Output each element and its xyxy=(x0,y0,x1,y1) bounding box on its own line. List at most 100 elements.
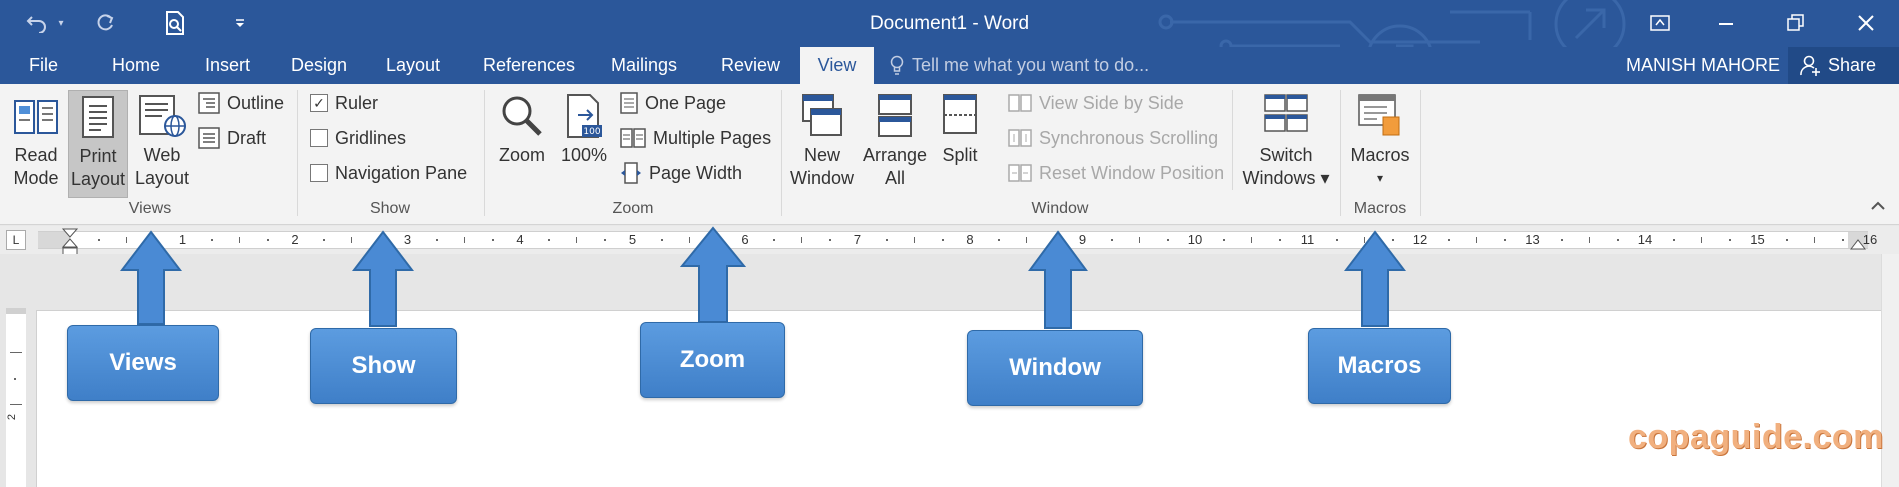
ruler-number: 1 xyxy=(178,232,187,247)
tab-review[interactable]: Review xyxy=(721,55,781,75)
one-page-label: One Page xyxy=(645,92,727,113)
gridlines-check-icon[interactable] xyxy=(310,129,328,147)
tell-me-search[interactable]: Tell me what you want to do... xyxy=(890,47,1149,84)
ruler-tick xyxy=(1729,239,1732,241)
minimize-icon[interactable] xyxy=(1706,8,1746,38)
ruler-tick xyxy=(1616,239,1619,241)
arrange-all-button[interactable]: Arrange All xyxy=(860,90,930,190)
read-mode-button[interactable]: Read Mode xyxy=(8,90,64,190)
ruler-tick xyxy=(351,237,353,243)
share-label: Share xyxy=(1828,55,1877,75)
zoom-100-button[interactable]: 100 100% xyxy=(556,90,612,167)
arrow-up-icon xyxy=(1028,230,1088,329)
watermark-text: copaguide.com xyxy=(1628,418,1884,456)
synchronous-scrolling-label: Synchronous Scrolling xyxy=(1039,127,1219,148)
ruler-tick xyxy=(1701,237,1703,243)
ruler-tick xyxy=(210,239,213,241)
ruler-number: 8 xyxy=(966,232,974,247)
ruler-tick xyxy=(1391,239,1394,241)
new-window-label-2: Window xyxy=(789,168,855,188)
ruler-tick xyxy=(941,239,944,241)
tab-layout[interactable]: Layout xyxy=(386,55,441,75)
tab-view[interactable]: View xyxy=(800,47,874,84)
tab-design[interactable]: Design xyxy=(291,55,348,75)
document-workspace: 2 xyxy=(0,254,1899,487)
outline-button[interactable]: Outline xyxy=(198,88,284,118)
web-layout-button[interactable]: Web Layout xyxy=(132,90,192,190)
ruler-tick xyxy=(1138,237,1140,243)
macros-button[interactable]: Macros ▾ xyxy=(1344,90,1416,190)
ruler-checkbox[interactable]: ✓ Ruler xyxy=(310,88,378,118)
ruler-tick xyxy=(885,239,888,241)
tab-references[interactable]: References xyxy=(483,55,576,75)
ruler-label: Ruler xyxy=(335,92,379,113)
navigation-pane-checkbox[interactable]: Navigation Pane xyxy=(310,158,467,188)
right-indent-marker-icon[interactable] xyxy=(1850,238,1866,250)
gridlines-label: Gridlines xyxy=(335,127,407,148)
switch-windows-button[interactable]: Switch Windows ▾ xyxy=(1238,90,1334,190)
print-preview-icon[interactable] xyxy=(158,8,192,38)
draft-button[interactable]: Draft xyxy=(198,123,266,153)
vertical-ruler[interactable]: 2 xyxy=(6,308,26,487)
user-name[interactable]: MANISH MAHORE xyxy=(1626,55,1781,75)
group-separator xyxy=(484,90,485,216)
callout-window: Window xyxy=(967,330,1143,406)
ruler-number: 9 xyxy=(1078,232,1087,247)
arrow-up-icon xyxy=(352,230,414,327)
ruler-tick xyxy=(98,239,101,241)
draft-icon xyxy=(198,127,220,149)
tab-mailings[interactable]: Mailings xyxy=(611,55,678,75)
zoom-button[interactable]: Zoom xyxy=(494,90,550,167)
new-window-button[interactable]: New Window xyxy=(786,90,858,190)
tell-me-placeholder: Tell me what you want to do... xyxy=(912,55,1150,75)
ruler-tick xyxy=(801,237,803,243)
group-separator xyxy=(1340,90,1341,216)
print-layout-label-2: Layout xyxy=(70,169,126,189)
gridlines-checkbox[interactable]: Gridlines xyxy=(310,123,406,153)
macros-icon xyxy=(1358,94,1400,136)
tab-home[interactable]: Home xyxy=(112,55,161,75)
ruler-number: 15 xyxy=(1750,232,1765,247)
customize-qat-icon[interactable] xyxy=(230,8,250,38)
ruler-tick xyxy=(126,237,128,243)
ruler-check-icon[interactable]: ✓ xyxy=(310,94,328,112)
restore-icon[interactable] xyxy=(1776,8,1816,38)
print-layout-button[interactable]: Print Layout xyxy=(68,90,128,198)
navigation-pane-check-icon[interactable] xyxy=(310,164,328,182)
tab-insert[interactable]: Insert xyxy=(205,55,251,75)
split-button[interactable]: Split xyxy=(934,90,986,167)
ribbon-display-options-icon[interactable] xyxy=(1640,8,1680,38)
collapse-ribbon-icon[interactable] xyxy=(1871,198,1885,214)
close-icon[interactable] xyxy=(1846,8,1886,38)
redo-icon[interactable] xyxy=(88,8,122,38)
side-by-side-icon xyxy=(1008,94,1032,112)
ruler-number: 5 xyxy=(628,232,637,247)
page-width-button[interactable]: Page Width xyxy=(620,158,742,188)
multiple-pages-button[interactable]: Multiple Pages xyxy=(620,123,771,153)
synchronous-scrolling-button[interactable]: Synchronous Scrolling xyxy=(1008,123,1218,153)
ruler-number: 4 xyxy=(516,232,524,247)
ruler-number: 3 xyxy=(403,232,412,247)
zoom-100-label: 100% xyxy=(560,145,608,165)
indent-marker-icon[interactable] xyxy=(62,228,78,258)
page-width-label: Page Width xyxy=(649,162,743,183)
view-side-by-side-button[interactable]: View Side by Side xyxy=(1008,88,1184,118)
one-page-button[interactable]: One Page xyxy=(620,88,726,118)
tab-selector-icon[interactable]: L xyxy=(6,230,26,250)
share-button[interactable]: Share xyxy=(1788,47,1899,84)
undo-icon[interactable] xyxy=(20,8,54,38)
outline-label: Outline xyxy=(227,92,285,113)
person-icon xyxy=(1800,55,1820,76)
arrow-up-icon xyxy=(680,226,746,323)
ruler-tick xyxy=(1448,239,1451,241)
macros-dropdown-icon[interactable]: ▾ xyxy=(1376,171,1384,185)
vertical-scrollbar[interactable] xyxy=(1881,254,1899,487)
tab-file[interactable]: File xyxy=(29,55,59,75)
undo-dropdown-icon[interactable]: ▾ xyxy=(58,17,64,29)
ruler-tick xyxy=(1588,237,1590,243)
group-separator xyxy=(1232,90,1233,190)
reset-window-position-button[interactable]: Reset Window Position xyxy=(1008,158,1224,188)
ruler-tick xyxy=(1026,237,1028,243)
ruler-tick xyxy=(463,237,465,243)
